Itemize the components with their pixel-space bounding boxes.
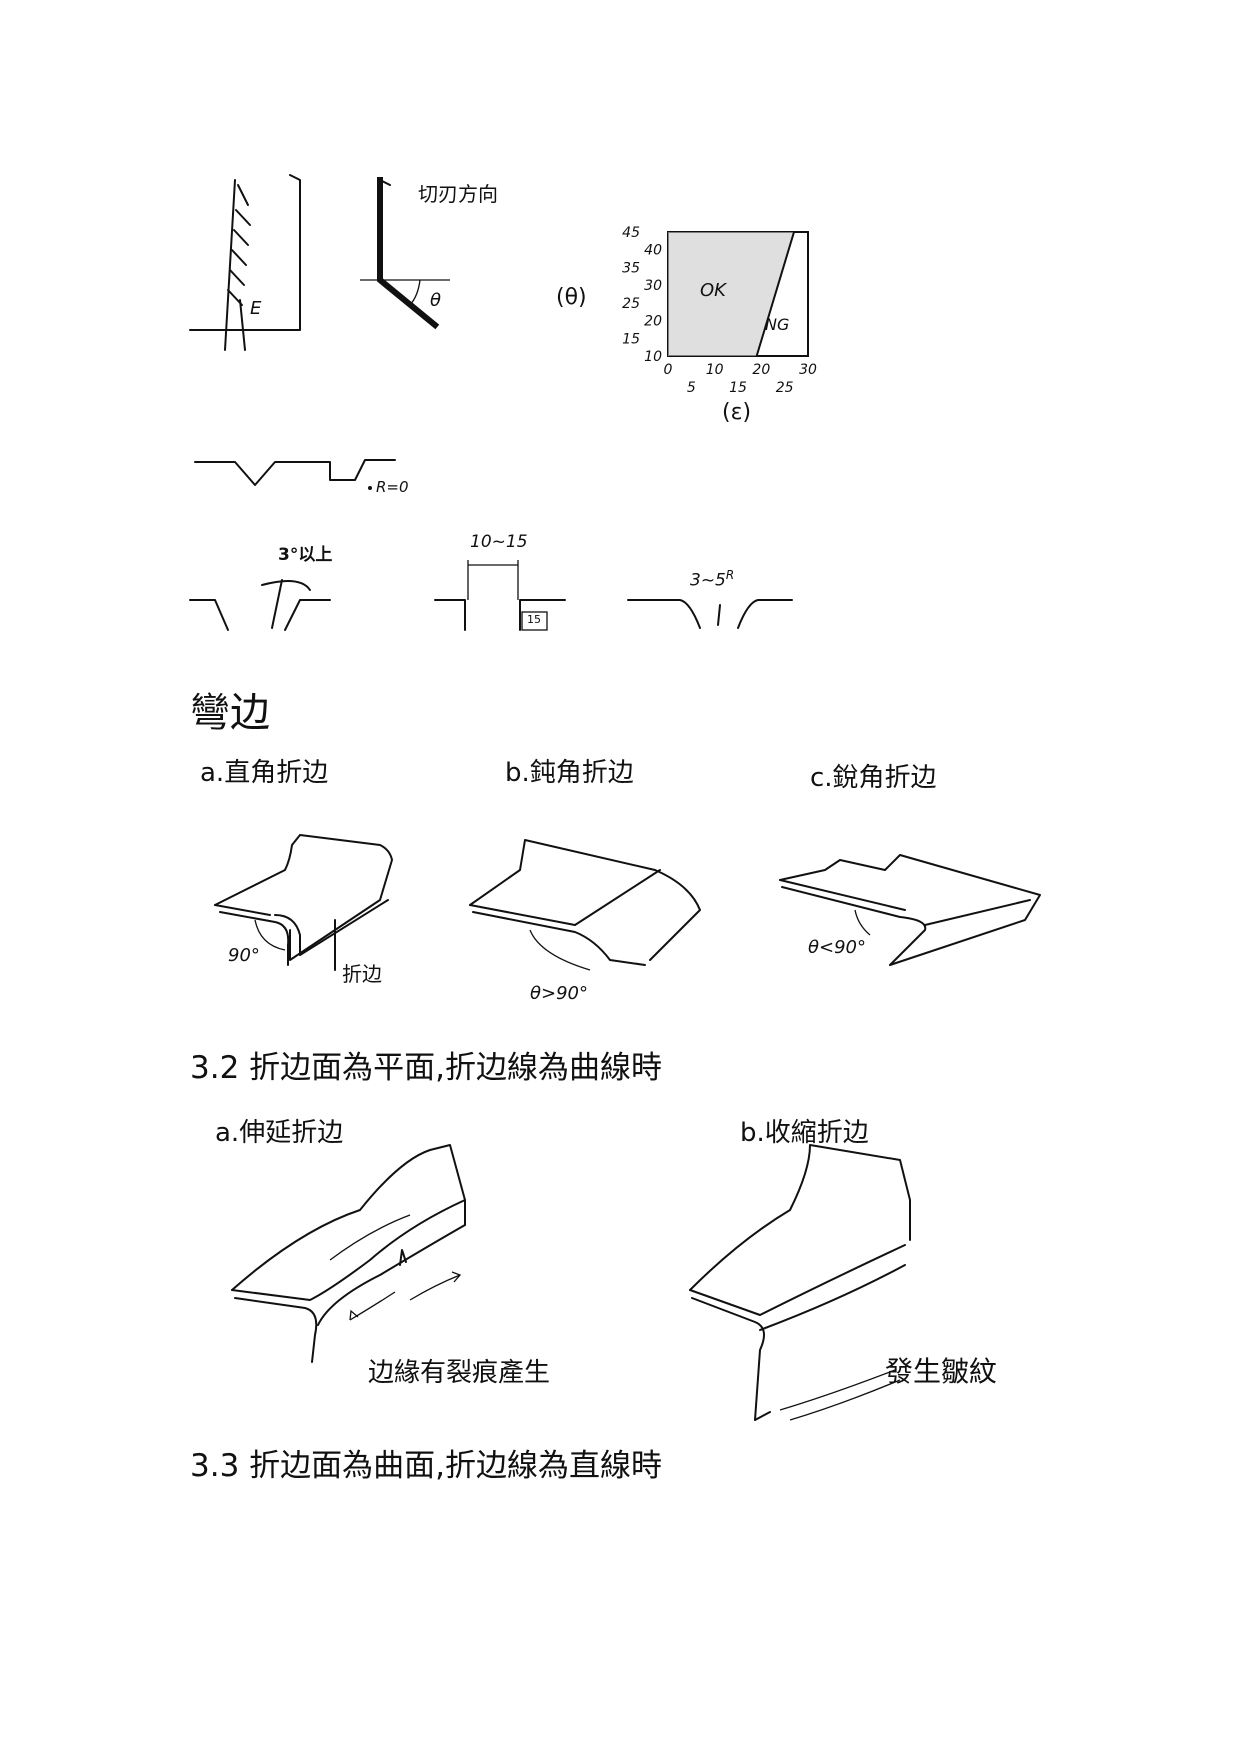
x-tick-label: 15 [729,380,747,396]
small-dimension-label: 15 [527,613,541,626]
ok-region [668,232,794,356]
bend-type-a-edge-label: 折边 [342,962,382,986]
y-tick-label: 20 [644,314,662,330]
bend-type-a-angle: 90° [228,945,260,966]
stretch-flange-figure [231,1144,466,1363]
x-tick-label: 10 [706,362,724,378]
chart-y-axis-label: (θ) [556,285,587,310]
chart-ok-region-label: OK [700,280,726,301]
epsilon-angle-figure [189,174,301,351]
shear-profile-r0 [194,459,396,490]
cutting-direction-figure [360,177,450,330]
stretch-flange-label: a.伸延折边 [215,1118,344,1148]
cutting-direction-label: 切刃方向 [418,182,498,206]
x-tick-label: 30 [799,362,817,378]
bend-type-a-label: a.直角折边 [200,758,329,788]
shrink-flange-note: 發生皺紋 [885,1355,998,1388]
angle-min-label: 3°以上 [278,545,333,565]
subsection-33-heading: 3.3 折边面為曲面,折边線為直線時 [190,1448,663,1484]
acute-flange-figure [779,854,1041,966]
epsilon-symbol: E [250,298,262,319]
bend-type-c-angle: θ<90° [808,937,866,958]
obtuse-flange-figure [469,839,701,971]
chart-x-axis-label: (ε) [722,400,752,425]
x-tick-label: 20 [752,362,770,378]
stretch-flange-note: 边緣有裂痕產生 [368,1358,551,1388]
die-profile-width [434,560,566,631]
die-profile-angle [189,579,331,631]
width-range-label: 10~15 [470,532,528,552]
x-tick-label: 5 [687,380,696,396]
x-tick-label: 25 [776,380,794,396]
right-angle-flange-figure [214,834,393,971]
radius-range-label: 3~5R [690,568,734,591]
die-profile-radius [627,599,793,629]
section-title: 彎边 [190,690,270,736]
theta-symbol: θ [430,290,442,311]
y-tick-label: 15 [622,331,640,347]
radius-superscript: R [725,568,735,582]
y-tick-label: 10 [644,349,662,365]
subsection-32-heading: 3.2 折边面為平面,折边線為曲線時 [190,1050,663,1086]
bend-type-c-label: c.銳角折边 [810,763,937,793]
y-tick-label: 45 [622,225,640,241]
y-tick-label: 40 [644,243,662,259]
y-tick-label: 25 [622,296,640,312]
y-tick-label: 30 [644,278,662,294]
y-tick-label: 35 [622,260,640,276]
shrink-flange-label: b.收縮折边 [740,1118,869,1148]
x-tick-label: 0 [664,362,673,378]
bend-type-b-angle: θ>90° [530,983,588,1004]
chart-ng-region-label: NG [765,315,790,334]
radius-range-value: 3~5 [690,570,726,591]
shrink-flange-figure [689,1144,911,1421]
ok-ng-boundary-line [755,231,795,357]
bend-type-b-label: b.鈍角折边 [505,758,634,788]
radius-zero-label: R=0 [376,478,409,496]
